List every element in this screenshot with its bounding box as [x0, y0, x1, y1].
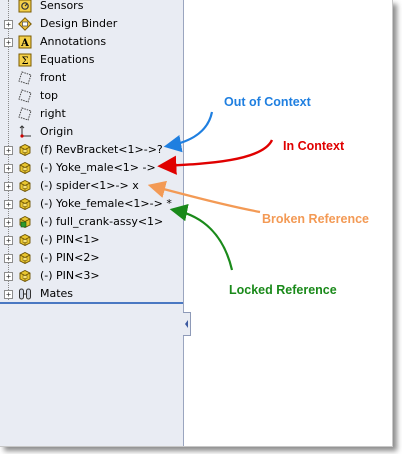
tree-item-label: Design Binder	[40, 17, 118, 30]
tree-item-label: (f) RevBracket<1>->?	[40, 143, 163, 156]
tree-item-label: Mates	[40, 287, 74, 300]
tree-item-sensors[interactable]: Sensors	[0, 0, 183, 15]
tree-item-label: right	[40, 107, 66, 120]
broken-reference-label: Broken Reference	[262, 212, 369, 226]
svg-text:Σ: Σ	[21, 56, 28, 67]
tree-item-label: (-) full_crank-assy<1>	[40, 215, 164, 228]
expand-toggle-icon[interactable]: +	[4, 254, 13, 263]
tree-item-label: (-) Yoke_female<1>-> *	[40, 197, 172, 210]
tree-item-pin-3[interactable]: + (-) PIN<3>	[0, 267, 183, 285]
tree-item-origin[interactable]: Origin	[0, 123, 183, 141]
mates-icon	[18, 287, 32, 301]
tree-item-pin-1[interactable]: + (-) PIN<1>	[0, 231, 183, 249]
panel-splitter-handle[interactable]	[183, 312, 191, 336]
part-icon	[18, 197, 32, 211]
tree-item-spider-1-x[interactable]: + (-) spider<1>-> x	[0, 177, 183, 195]
tree-item-label: (-) spider<1>-> x	[40, 179, 139, 192]
expand-toggle-icon[interactable]: +	[4, 200, 13, 209]
tree-item-label: Sensors	[40, 0, 84, 12]
plane-icon	[18, 107, 32, 121]
expand-toggle-icon[interactable]: +	[4, 272, 13, 281]
tree-item-label: Equations	[40, 53, 95, 66]
tree-item-full-crank-assy-1[interactable]: + (-) full_crank-assy<1>	[0, 213, 183, 231]
design-binder-icon	[18, 17, 32, 31]
sensor-icon	[18, 0, 32, 13]
part-icon	[18, 179, 32, 193]
tree-item-front[interactable]: front	[0, 69, 183, 87]
tree-item-design-binder[interactable]: + Design Binder	[0, 15, 183, 33]
expand-toggle-icon[interactable]: +	[4, 218, 13, 227]
equations-icon: Σ	[18, 53, 32, 67]
expand-toggle-icon[interactable]: +	[4, 164, 13, 173]
annotations-icon: A	[18, 35, 32, 49]
tree-bottom-divider	[0, 302, 183, 304]
expand-toggle-icon[interactable]: +	[4, 20, 13, 29]
expand-toggle-icon[interactable]: +	[4, 146, 13, 155]
tree-item-label: top	[40, 89, 59, 102]
tree-item-annotations[interactable]: + A Annotations	[0, 33, 183, 51]
svg-text:A: A	[20, 38, 29, 49]
tree-item-label: (-) PIN<3>	[40, 269, 100, 282]
part-icon	[18, 251, 32, 265]
tree-item-label: Annotations	[40, 35, 107, 48]
part-icon	[18, 233, 32, 247]
tree-item-yoke-male-1[interactable]: + (-) Yoke_male<1> ->	[0, 159, 183, 177]
part-icon	[18, 143, 32, 157]
tree-item-f-revbracket-1[interactable]: + (f) RevBracket<1>->?	[0, 141, 183, 159]
expand-toggle-icon[interactable]: +	[4, 38, 13, 47]
tree-item-top[interactable]: top	[0, 87, 183, 105]
expand-toggle-icon[interactable]: +	[4, 236, 13, 245]
expand-toggle-icon[interactable]: +	[4, 182, 13, 191]
tree-item-label: Origin	[40, 125, 74, 138]
tree-item-label: (-) Yoke_male<1> ->	[40, 161, 156, 174]
subassembly-icon	[18, 215, 32, 229]
part-icon	[18, 161, 32, 175]
origin-icon	[18, 125, 32, 139]
plane-icon	[18, 89, 32, 103]
tree-item-equations[interactable]: Σ Equations	[0, 51, 183, 69]
tree-item-yoke-female-1[interactable]: + (-) Yoke_female<1>-> *	[0, 195, 183, 213]
tree-item-label: (-) PIN<1>	[40, 233, 100, 246]
locked-reference-label: Locked Reference	[229, 283, 337, 297]
in-context-label: In Context	[283, 139, 345, 153]
tree-item-label: front	[40, 71, 67, 84]
expand-toggle-icon[interactable]: +	[4, 290, 13, 299]
tree-item-pin-2[interactable]: + (-) PIN<2>	[0, 249, 183, 267]
tree-item-label: (-) PIN<2>	[40, 251, 100, 264]
part-icon	[18, 269, 32, 283]
tree-item-right[interactable]: right	[0, 105, 183, 123]
out-of-context-label: Out of Context	[224, 95, 311, 109]
plane-icon	[18, 71, 32, 85]
tree-item-mates[interactable]: + Mates	[0, 285, 183, 303]
